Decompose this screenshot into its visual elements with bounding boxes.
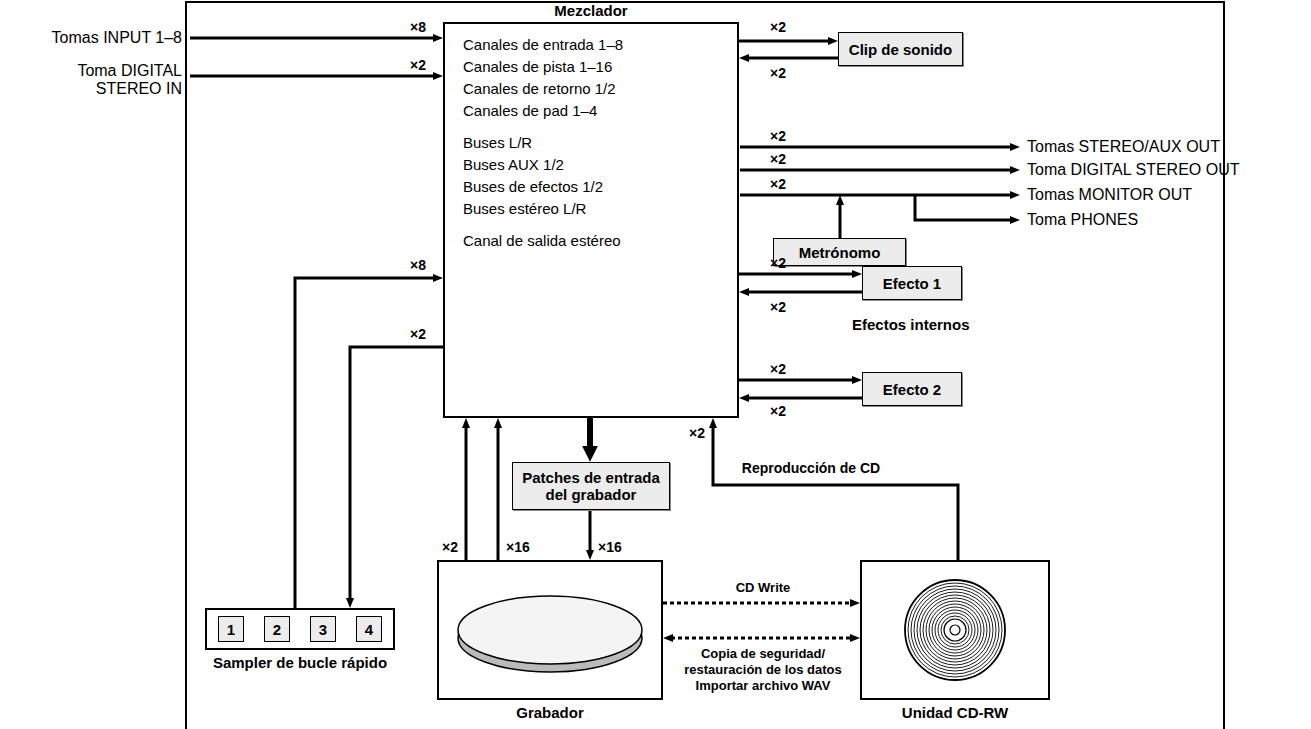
node-text: Efecto 2 xyxy=(883,381,941,398)
data-transfer-arrow xyxy=(671,637,852,640)
signal-arrow xyxy=(747,291,862,294)
node-heading: Sampler de bucle rápido xyxy=(187,654,413,671)
channel-count: ×2 xyxy=(770,298,786,316)
recorder-box: Grabador xyxy=(437,560,663,700)
signal-arrow xyxy=(739,273,854,276)
signal-arrow xyxy=(739,379,854,382)
signal-arrow xyxy=(465,426,468,560)
signal-arrow xyxy=(350,347,443,600)
node-text: Efecto 1 xyxy=(883,275,941,292)
channel-count: ×2 xyxy=(770,360,786,378)
input-arrow xyxy=(190,37,435,40)
channel-count: ×2 xyxy=(770,64,786,82)
channel-count: ×2 xyxy=(770,175,786,193)
output-arrow xyxy=(740,169,1012,172)
disk-illustration xyxy=(439,562,662,699)
node-text: Patches de entrada del grabador xyxy=(521,469,661,503)
node-text: Buses estéreo L/R xyxy=(463,198,719,220)
node-text: Canales de entrada 1–8 xyxy=(463,34,719,56)
pad-square: 3 xyxy=(310,616,336,642)
metronome-arrow xyxy=(839,203,842,238)
signal-arrow xyxy=(739,40,830,43)
port-label: Toma DIGITAL STEREO OUT xyxy=(1027,161,1239,179)
node-text: 2 xyxy=(273,621,281,638)
node-text: Canales de pad 1–4 xyxy=(463,100,719,122)
port-label: Tomas STEREO/AUX OUT xyxy=(1027,138,1220,156)
cd-drive-box: Unidad CD-RW xyxy=(860,560,1050,700)
output-arrow xyxy=(740,146,1012,149)
output-arrow xyxy=(740,194,1012,197)
data-transfer-arrow xyxy=(663,602,852,605)
node-text: Metrónomo xyxy=(799,244,881,261)
process-box: Clip de sonido xyxy=(838,32,963,66)
mixer-block: MezcladorCanales de entrada 1–8Canales d… xyxy=(443,22,739,418)
edge-label: Copia de seguridad/ restauración de los … xyxy=(666,646,860,694)
channel-count: ×2 xyxy=(442,538,458,556)
port-label: Tomas INPUT 1–8 xyxy=(7,29,182,47)
pad-square: 4 xyxy=(356,616,382,642)
effect-box: Efecto 2 xyxy=(862,372,962,406)
channel-count: ×2 xyxy=(770,402,786,420)
input-arrow xyxy=(190,75,435,78)
process-box: Metrónomo xyxy=(773,238,906,266)
node-text: Buses L/R xyxy=(463,132,719,154)
signal-arrow xyxy=(497,426,500,560)
node-text: Buses de efectos 1/2 xyxy=(463,176,719,198)
node-text: Canales de pista 1–16 xyxy=(463,56,719,78)
node-text: Canales de retorno 1/2 xyxy=(463,78,719,100)
channel-count: ×2 xyxy=(770,150,786,168)
channel-count: ×8 xyxy=(410,18,426,36)
edge-label: Reproducción de CD xyxy=(724,460,898,476)
pad-square: 1 xyxy=(218,616,244,642)
signal-arrow xyxy=(713,426,958,560)
signal-arrow xyxy=(747,57,838,60)
channel-count: ×2 xyxy=(410,325,426,343)
channel-count: ×16 xyxy=(506,538,530,556)
node-text: 3 xyxy=(319,621,327,638)
patch-box: Patches de entrada del grabador xyxy=(512,462,670,510)
channel-count: ×8 xyxy=(410,256,426,274)
channel-count: ×2 xyxy=(770,18,786,36)
port-label: Tomas MONITOR OUT xyxy=(1027,186,1192,204)
port-label: Toma PHONES xyxy=(1027,211,1138,229)
channel-count: ×2 xyxy=(410,56,426,74)
node-text: 4 xyxy=(365,621,373,638)
device-frame xyxy=(186,2,1224,729)
channel-count: ×2 xyxy=(770,254,786,272)
channel-count: ×2 xyxy=(689,424,705,442)
cd-illustration xyxy=(862,562,1049,699)
pad-square: 2 xyxy=(264,616,290,642)
output-arrow xyxy=(915,195,1012,220)
signal-arrow xyxy=(747,397,862,400)
effect-box: Efecto 1 xyxy=(862,266,962,300)
sampler-box: Sampler de bucle rápido1234 xyxy=(205,608,395,650)
node-heading: Mezclador xyxy=(445,2,737,19)
port-label: Efectos internos xyxy=(852,316,970,334)
edge-label: CD Write xyxy=(666,580,860,596)
signal-arrow xyxy=(295,278,435,608)
node-text: Buses AUX 1/2 xyxy=(463,154,719,176)
port-label: Toma DIGITAL STEREO IN xyxy=(47,62,182,98)
channel-count: ×2 xyxy=(770,127,786,145)
node-text: 1 xyxy=(227,621,235,638)
node-text: Canal de salida estéreo xyxy=(463,230,719,252)
signal-arrow xyxy=(587,418,593,449)
node-heading: Unidad CD-RW xyxy=(842,704,1068,721)
channel-count: ×16 xyxy=(598,538,622,556)
node-text: Clip de sonido xyxy=(849,41,952,58)
node-heading: Grabador xyxy=(419,704,681,721)
signal-arrow xyxy=(589,510,592,552)
